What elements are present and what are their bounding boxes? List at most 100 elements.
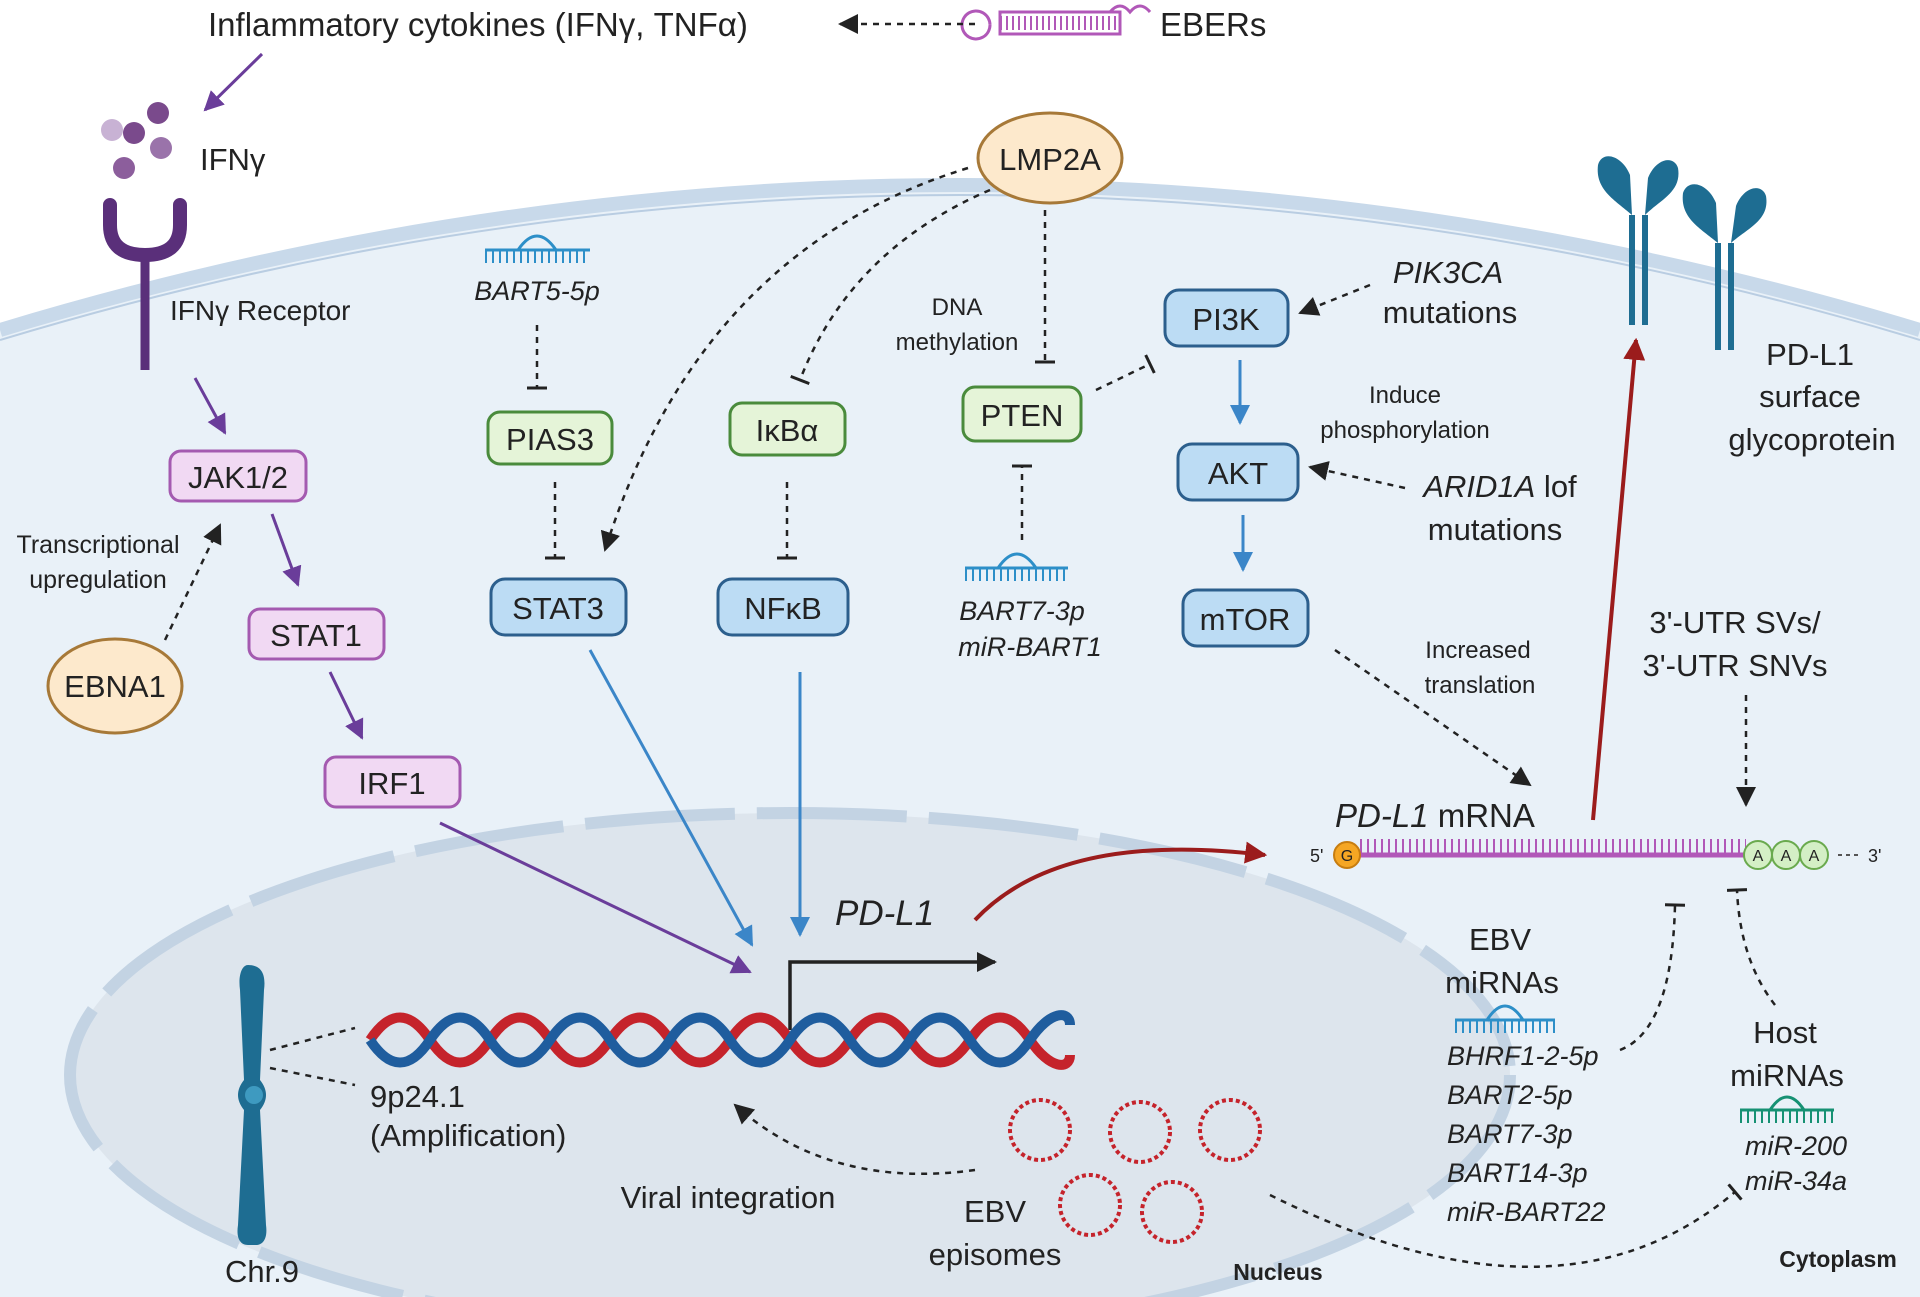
mtor-to-mrna-arrow: [1334, 648, 1532, 787]
jak-to-stat1-arrow: [270, 513, 302, 587]
poly-a-tail: A A A: [1743, 840, 1862, 870]
ebv-mirna-item: BART7-3p: [1447, 1119, 1573, 1149]
pdl1-gene-label: PD-L1: [835, 894, 934, 933]
stat3-node: [489, 577, 628, 637]
ebv-episomes-label-1: EBV: [964, 1194, 1026, 1229]
ebna1-node: [46, 637, 184, 735]
pdl1-surface-label-1: PD-L1: [1766, 337, 1854, 372]
nfkb-label: NFκB: [744, 591, 822, 626]
dna-methylation-label-2: methylation: [896, 329, 1019, 356]
host-mirna-item: miR-200: [1745, 1131, 1847, 1161]
utr-label-1: 3'-UTR SVs/: [1649, 605, 1821, 640]
ebv-mirnas-inhibit-mrna: [1619, 903, 1686, 1052]
ifng-receptor-label: IFNγ Receptor: [170, 295, 351, 326]
ebers-rna-icon: [960, 4, 1152, 41]
ebv-mirna-item: BART2-5p: [1447, 1080, 1573, 1110]
irf1-node: [323, 755, 462, 809]
lmp2a-node: [976, 111, 1124, 205]
lmp2a-label: LMP2A: [999, 142, 1101, 177]
svg-text:A: A: [1781, 848, 1792, 865]
cap-g-label: G: [1341, 848, 1353, 865]
stat1-node: [247, 607, 386, 661]
chromosome-9-icon: [237, 965, 267, 1245]
jak-label: JAK1/2: [188, 460, 288, 495]
pdl1-surface-label-3: glycoprotein: [1728, 422, 1895, 457]
ebv-mirnas-label-1: EBV: [1469, 922, 1531, 957]
ebv-episomes-icon: [1008, 1098, 1262, 1244]
cytokines-label: Inflammatory cytokines (IFNγ, TNFα): [208, 6, 748, 43]
pten-inhibits-pi3k: [1095, 354, 1156, 392]
ifng-label: IFNγ: [200, 142, 266, 177]
pten-label: PTEN: [981, 398, 1064, 433]
stat1-label: STAT1: [270, 618, 362, 653]
chromosome-zoom-line-2: [269, 1066, 356, 1087]
ebv-mirna-item: miR-BART22: [1447, 1197, 1606, 1227]
transcriptional-label-1: Transcriptional: [16, 531, 179, 559]
arid1a-to-akt-arrow: [1308, 461, 1406, 490]
ebv-mirna-item: BHRF1-2-5p: [1447, 1041, 1599, 1071]
pdl1-mrna-label: PD-L1 mRNA: [1335, 797, 1535, 834]
host-mirnas-label-2: miRNAs: [1730, 1058, 1844, 1093]
transcriptional-label-2: upregulation: [29, 566, 167, 594]
ebv-episomes-label-2: episomes: [929, 1237, 1062, 1272]
host-mirnas-label-1: Host: [1753, 1015, 1817, 1050]
receptor-to-jak-arrow: [193, 377, 227, 435]
ikba-label: IκBα: [756, 413, 819, 448]
induce-label-1: Induce: [1369, 382, 1441, 409]
chr9-label: Chr.9: [225, 1254, 299, 1289]
episomes-inhibit-host-mirnas: [1269, 1183, 1743, 1268]
stat3-label: STAT3: [512, 591, 604, 626]
bart7-3p-label: BART7-3p: [959, 596, 1085, 626]
three-prime-label: 3': [1868, 846, 1881, 866]
akt-node: [1176, 442, 1300, 502]
cap-g-icon: [1333, 841, 1361, 869]
ebers-label: EBERs: [1160, 6, 1266, 43]
akt-label: AKT: [1208, 456, 1268, 491]
mtor-label: mTOR: [1200, 602, 1291, 637]
arid1a-label-2: mutations: [1428, 512, 1562, 547]
pias3-label: PIAS3: [506, 422, 594, 457]
bart5-mirna-icon: [485, 234, 590, 263]
dna-helix: [365, 1010, 1075, 1070]
ifng-molecule-icon: [101, 102, 172, 179]
pten-node: [961, 385, 1083, 443]
ikba-node: [728, 401, 847, 457]
irf1-to-pdl1-arrow: [439, 821, 752, 974]
nuclear-envelope: [64, 807, 1516, 1297]
viral-integration-arrow: [733, 1103, 976, 1176]
arid1a-label-1: ARID1A lof: [1421, 469, 1577, 504]
locus-label-2: (Amplification): [370, 1118, 566, 1153]
mrna-to-surface-arrow: [1591, 337, 1646, 821]
cell-membrane-outer: [0, 178, 1920, 337]
jak-node: [168, 449, 308, 503]
svg-text:A: A: [1809, 848, 1820, 865]
pi3k-node: [1163, 288, 1290, 348]
host-mirna-icon: [1740, 1095, 1834, 1123]
pdl1-mrna-strand: [1360, 839, 1746, 858]
pik3ca-label-1: PIK3CA: [1393, 255, 1503, 290]
transcription-arrow: [973, 841, 1268, 922]
pdl1-surface-protein-icon: [1597, 156, 1767, 350]
ebv-mirna-item: BART14-3p: [1447, 1158, 1588, 1188]
five-prime-label: 5': [1310, 846, 1323, 866]
increased-translation-label-2: translation: [1425, 672, 1536, 699]
ebna1-to-jak-arrow: [163, 523, 222, 641]
viral-integration-label: Viral integration: [621, 1180, 836, 1215]
pdl1-surface-label-2: surface: [1759, 379, 1861, 414]
pi3k-label: PI3K: [1192, 302, 1260, 337]
cell-membrane-inner: [0, 194, 1920, 341]
stat1-to-irf1-arrow: [328, 671, 364, 740]
host-mirnas-inhibit-mrna: [1726, 888, 1776, 1006]
stat3-to-pdl1-arrow: [588, 649, 754, 947]
svg-text:A: A: [1753, 848, 1764, 865]
chromosome-zoom-line-1: [269, 1026, 356, 1052]
ebv-mirna-icon: [1455, 1004, 1555, 1033]
lmp2a-inhibits-ikba: [790, 188, 991, 385]
mir-bart1-label: miR-BART1: [958, 632, 1102, 662]
induce-label-2: phosphorylation: [1320, 417, 1489, 444]
locus-label-1: 9p24.1: [370, 1079, 465, 1114]
pik3ca-to-pi3k-arrow: [1298, 283, 1371, 316]
cytokines-to-ifng-arrow: [203, 52, 264, 112]
bart7-mirna-icon: [965, 552, 1068, 581]
ifng-receptor-icon: [103, 198, 187, 370]
